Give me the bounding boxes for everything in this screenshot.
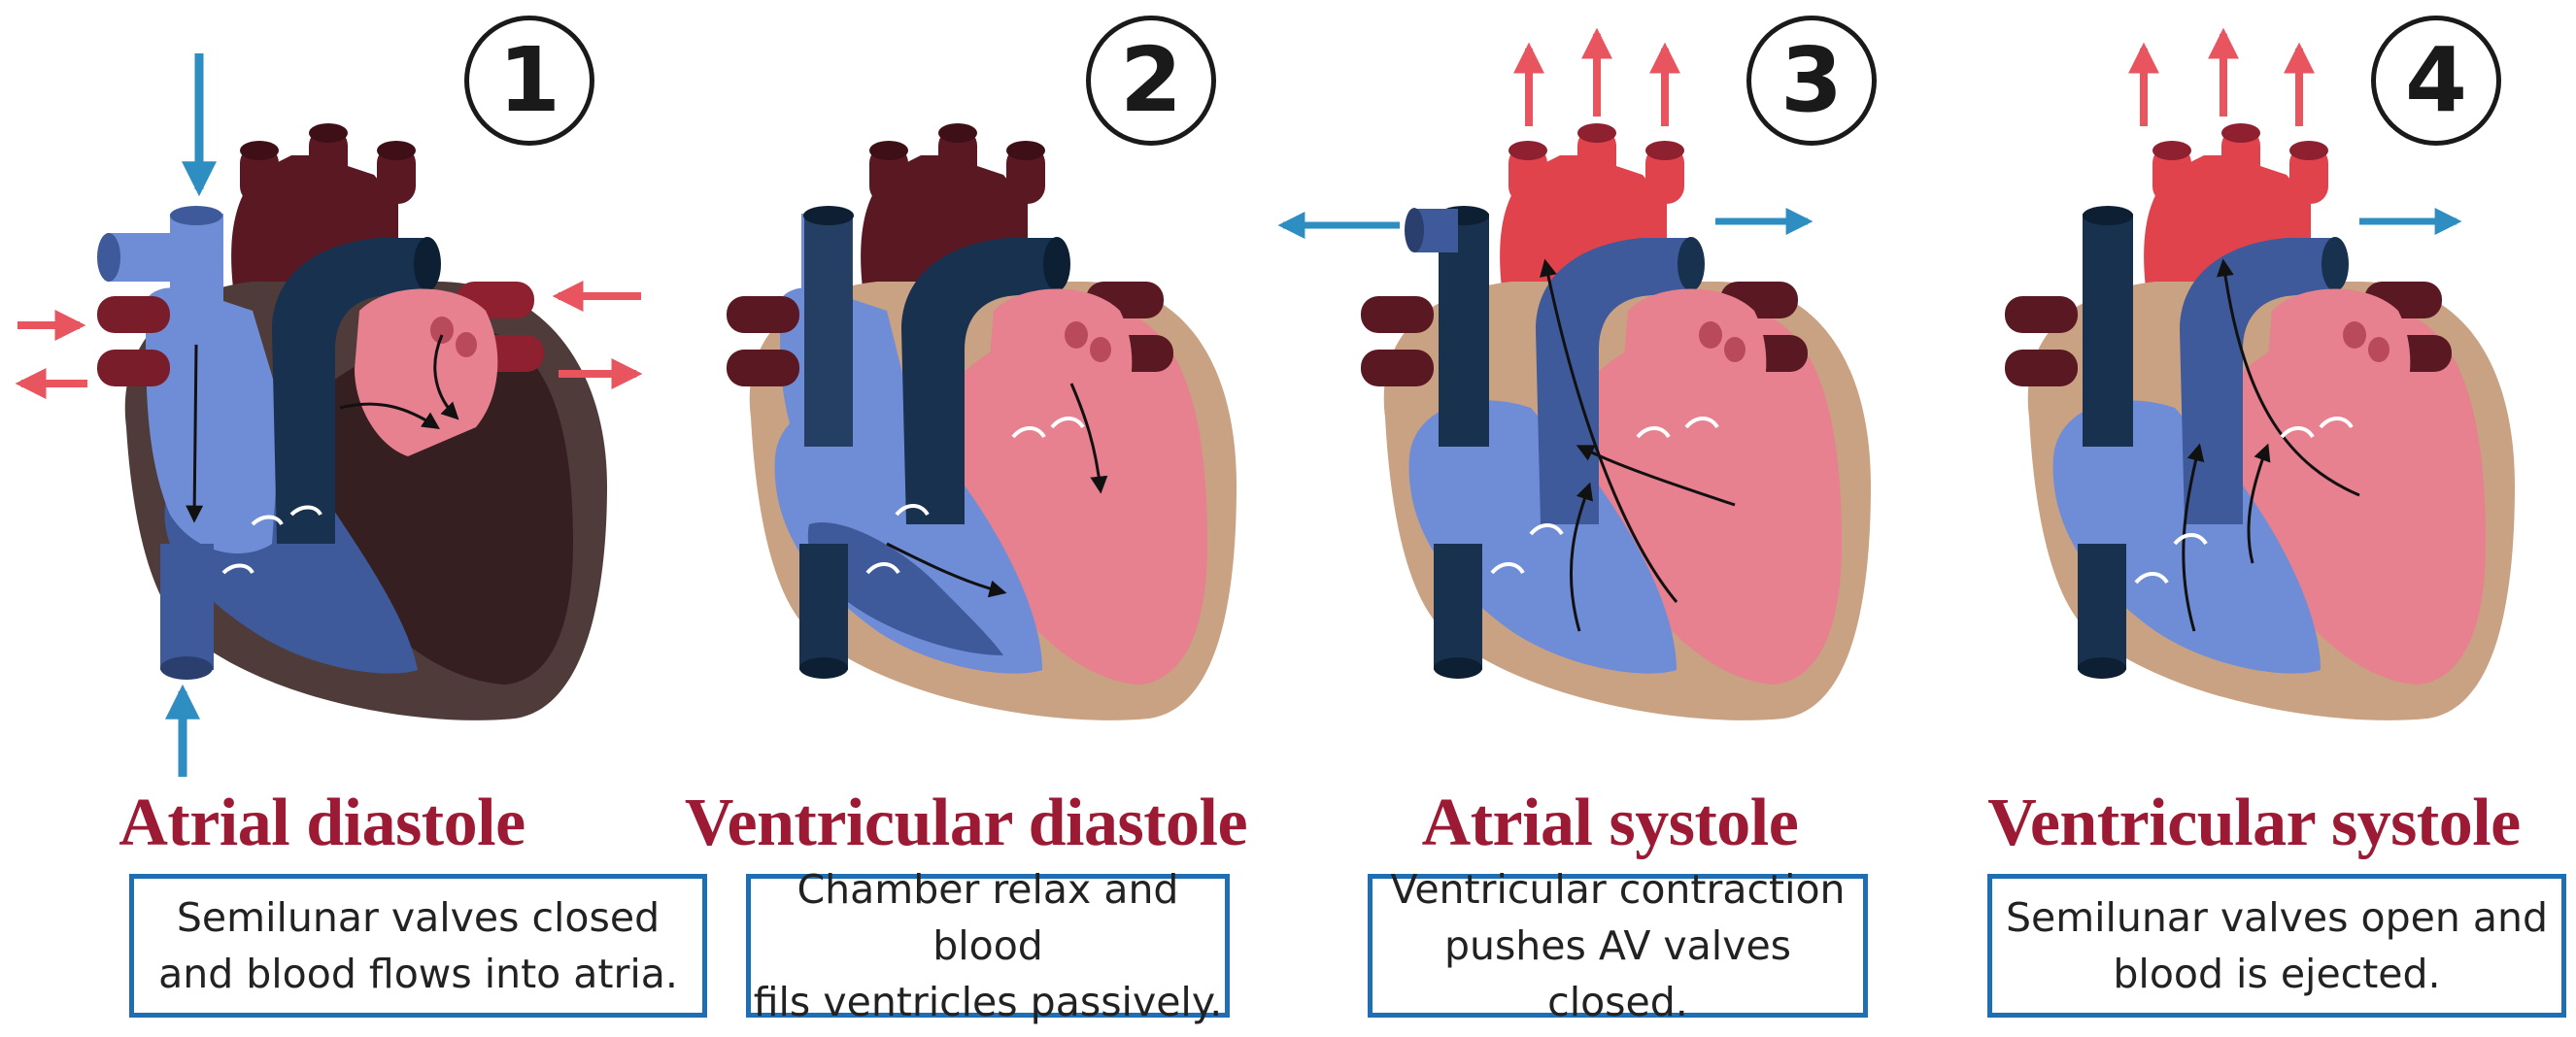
panel-ventricular-systole: 4 Ventricular systole Semilunar valves o… [1932,0,2576,1037]
valve-flaps [221,505,322,575]
pulmonary-trunk [1536,238,1691,524]
aortic-arch [231,123,416,320]
phase-description-box: Ventricular contraction pushes AV valves… [1368,866,1868,1025]
description-line: Semilunar valves closed [176,893,661,941]
flow-arrow [1069,383,1108,494]
step-number-badge: 2 [1086,16,1216,146]
flow-arrow [433,334,459,420]
valve-flaps [2134,417,2354,585]
flow-arrow [1540,258,1678,603]
flow-arrow [2247,443,2271,564]
flow-arrow [886,542,1007,598]
step-number-badge: 1 [464,16,594,146]
pulmonary-trunk [2180,238,2335,524]
left-atrium [1623,288,1767,456]
description-line: and blood flows into atria. [158,951,678,997]
left-atrium [355,288,498,456]
flow-arrow [2216,258,2360,497]
heart-diagram-1 [15,53,643,777]
description-line: Semilunar valves open and [2005,893,2549,941]
panel-atrial-diastole: 1 Atrial diastole Semilunar valves close… [0,0,707,1037]
left-atrium [2267,288,2411,456]
phase-title: Ventricular diastole [684,786,1248,860]
phase-title: Atrial systole [1421,786,1799,860]
pulmonary-trunk [901,238,1057,524]
flow-arrow [1569,482,1593,632]
pulmonary-trunk [272,238,427,544]
right-ventricle [1408,400,1677,674]
flow-arrow [186,344,204,523]
description-line: fils ventricles passively. [753,979,1223,1026]
description-line: Chamber relax and blood [797,865,1179,969]
heart-diagram-3 [1277,27,1871,720]
phase-description-box: Semilunar valves closed and blood flows … [129,874,707,1018]
step-number-badge: 4 [2371,16,2501,146]
inferior-vena-cava [160,544,214,670]
description-line: Ventricular contraction [1390,865,1846,913]
description-line: blood is ejected. [2113,951,2441,997]
phase-description-box: Semilunar valves open and blood is eject… [1987,874,2566,1018]
heart-diagram-4 [2005,27,2515,720]
description-line: pushes AV valves closed. [1443,921,1792,1026]
valve-flaps [865,417,1085,575]
panel-atrial-systole: 3 Atrial systole Ventricular contraction… [1277,0,1932,1037]
panel-ventricular-diastole: 2 Ventricular diastole Chamber relax and… [644,0,1288,1037]
heart-diagram-2 [727,123,1237,720]
phase-title: Ventricular systole [1987,786,2521,860]
left-atrium [989,288,1133,456]
valve-flaps [1490,417,1719,575]
phase-description-box: Chamber relax and blood fils ventricles … [746,866,1230,1025]
flow-arrow [339,402,440,429]
phase-title: Atrial diastole [119,786,525,860]
step-number-badge: 3 [1746,16,1877,146]
flow-arrow [1576,445,1736,507]
